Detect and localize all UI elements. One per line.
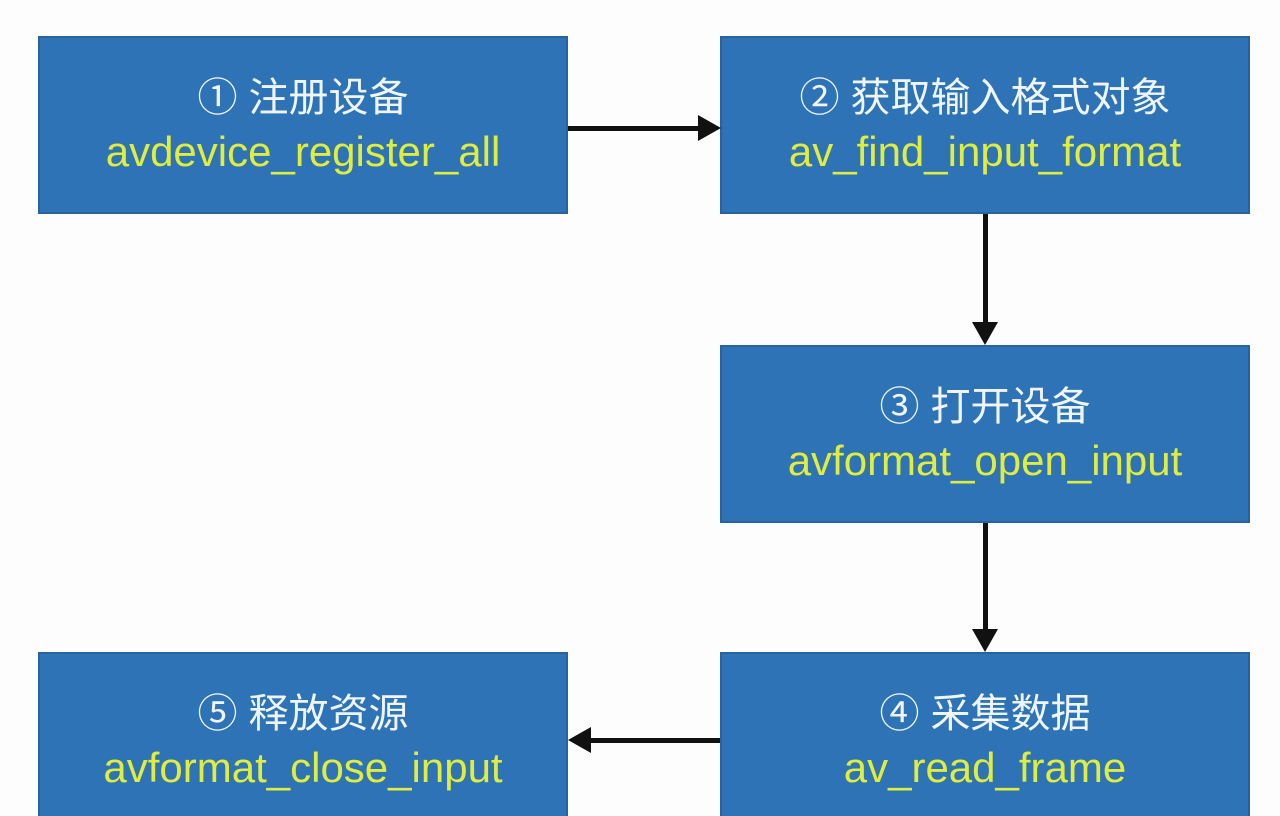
flow-box-step-1-register-device: ① 注册设备 avdevice_register_all (38, 36, 568, 214)
step-4-function-name: av_read_frame (843, 743, 1127, 791)
arrow-step1-to-step2-right-arrowhead-icon (698, 115, 721, 141)
step-1-title: ① 注册设备 (197, 75, 409, 120)
step-2-title: ② 获取输入格式对象 (799, 75, 1171, 120)
step-5-function-name: avformat_close_input (103, 743, 503, 791)
flow-box-step-3-open-device: ③ 打开设备 avformat_open_input (720, 345, 1250, 523)
flow-box-step-5-release-resources: ⑤ 释放资源 avformat_close_input (38, 652, 568, 816)
arrow-step2-to-step3-down-arrowhead-icon (972, 322, 998, 345)
step-2-function-name: av_find_input_format (788, 127, 1182, 175)
step-5-title: ⑤ 释放资源 (197, 691, 409, 736)
flow-box-step-4-read-data: ④ 采集数据 av_read_frame (720, 652, 1250, 816)
step-3-function-name: avformat_open_input (787, 436, 1183, 484)
flow-box-step-2-get-input-format: ② 获取输入格式对象 av_find_input_format (720, 36, 1250, 214)
step-3-title: ③ 打开设备 (879, 384, 1091, 429)
arrow-step4-to-step5-line (590, 738, 720, 743)
arrow-step3-to-step4-down-arrowhead-icon (972, 629, 998, 652)
step-4-title: ④ 采集数据 (879, 691, 1091, 736)
arrow-step3-to-step4-line (983, 523, 988, 630)
arrow-step4-to-step5-left-arrowhead-icon (568, 727, 591, 753)
arrow-step2-to-step3-line (983, 214, 988, 324)
step-1-function-name: avdevice_register_all (105, 127, 501, 175)
arrow-step1-to-step2-line (568, 126, 700, 131)
